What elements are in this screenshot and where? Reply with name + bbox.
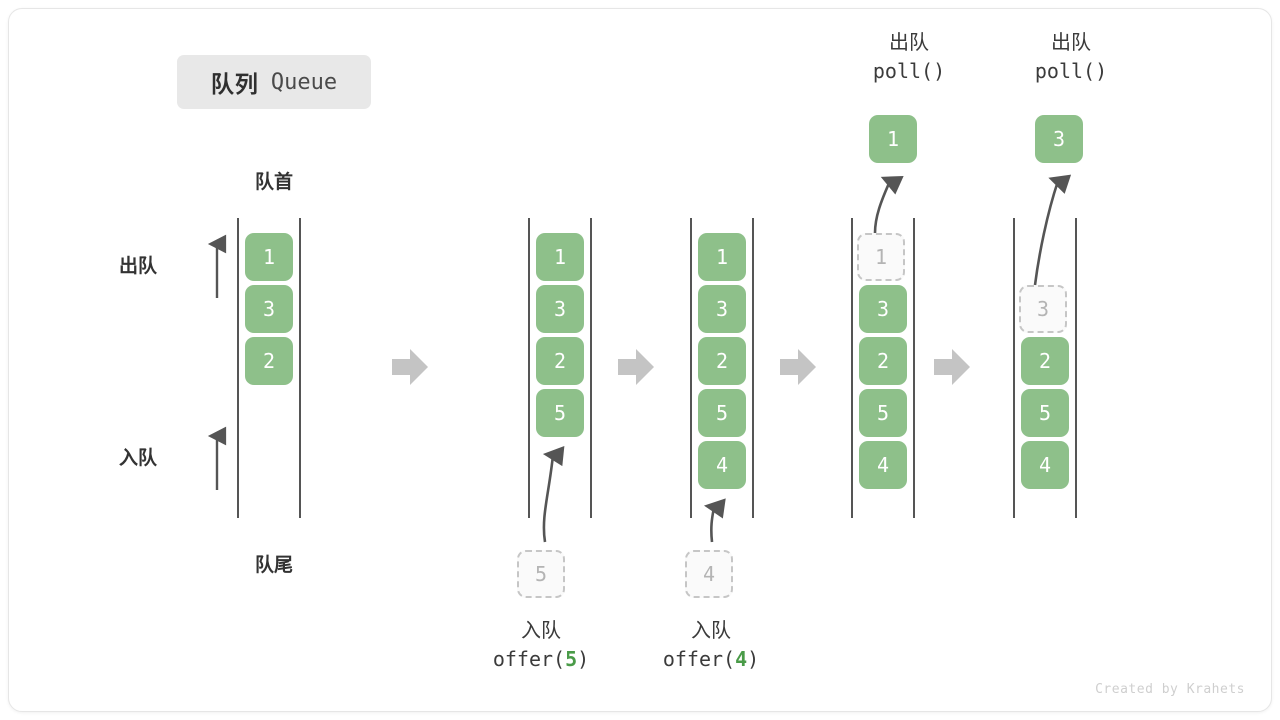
- enqueue-motion-arrow-icon: [703, 498, 726, 543]
- incoming-ghost-cell: 4: [685, 550, 733, 598]
- queue-cell: 2: [859, 337, 907, 385]
- queue-cell: 3: [859, 285, 907, 333]
- queue-cell: 5: [536, 389, 584, 437]
- operation-label-cn: 入队: [691, 620, 731, 642]
- queue-cell: 5: [698, 389, 746, 437]
- queue-cell: 2: [1021, 337, 1069, 385]
- operation-label-code: poll(): [1034, 59, 1108, 84]
- operation-label-cn: 出队: [889, 32, 929, 54]
- step-arrow-icon: [392, 349, 428, 385]
- incoming-ghost-cell: 5: [517, 550, 565, 598]
- outgoing-ghost-cell: 1: [857, 233, 905, 281]
- queue-cell: 3: [698, 285, 746, 333]
- queue-cell: 1: [698, 233, 746, 281]
- operation-label-cn: 出队: [1051, 32, 1091, 54]
- operation-label-code: offer(4): [662, 647, 760, 672]
- rail-right-col-5: [1075, 218, 1077, 518]
- operation-label-poll-3: 出队 poll(): [971, 29, 1171, 86]
- operation-label-cn: 入队: [521, 620, 561, 642]
- rail-left-col-2: [528, 218, 530, 518]
- diagram-title-cn: 队列: [210, 71, 259, 97]
- side-label-enqueue: 入队: [118, 448, 157, 469]
- rail-right-col-3: [752, 218, 754, 518]
- operation-label-code: poll(): [872, 59, 946, 84]
- queue-cell: 4: [698, 441, 746, 489]
- queue-cell: 2: [245, 337, 293, 385]
- step-arrow-icon: [618, 349, 654, 385]
- queue-cell: 5: [1021, 389, 1069, 437]
- rail-left-col-1: [237, 218, 239, 518]
- queue-cell: 4: [1021, 441, 1069, 489]
- queue-cell: 2: [536, 337, 584, 385]
- operation-label-poll-1: 出队 poll(): [809, 29, 1009, 86]
- side-label-dequeue: 出队: [118, 256, 157, 277]
- rail-right-col-4: [913, 218, 915, 518]
- diagram-card: 队列 Queue 队首 队尾 出队 入队 1 3 2 1 3 2 5 5 入队 …: [8, 8, 1272, 712]
- queue-cell: 2: [698, 337, 746, 385]
- diagram-title-badge: 队列 Queue: [177, 55, 371, 109]
- queue-cell: 4: [859, 441, 907, 489]
- dequeue-motion-arrow-icon: [873, 176, 904, 234]
- polled-cell: 1: [869, 115, 917, 163]
- queue-cell: 1: [245, 233, 293, 281]
- step-arrow-icon: [780, 349, 816, 385]
- queue-cell: 3: [245, 285, 293, 333]
- diagram-title-en: Queue: [270, 69, 338, 95]
- queue-cell: 1: [536, 233, 584, 281]
- diagram-vector-overlay: [207, 174, 1072, 543]
- rail-left-col-3: [690, 218, 692, 518]
- queue-tail-label: 队尾: [254, 555, 293, 576]
- operation-label-code: offer(5): [492, 647, 590, 672]
- rail-right-col-1: [299, 218, 301, 518]
- rail-left-col-4: [851, 218, 853, 518]
- step-arrow-icon: [934, 349, 970, 385]
- enqueue-motion-arrow-icon: [542, 445, 565, 543]
- author-credit: Created by Krahets: [1095, 682, 1245, 697]
- queue-cell: 3: [536, 285, 584, 333]
- rail-left-col-5: [1013, 218, 1015, 518]
- outgoing-ghost-cell: 3: [1019, 285, 1067, 333]
- operation-label-offer-4: 入队 offer(4): [611, 617, 811, 674]
- polled-cell: 3: [1035, 115, 1083, 163]
- rail-right-col-2: [590, 218, 592, 518]
- queue-head-label: 队首: [254, 172, 293, 193]
- operation-label-offer-5: 入队 offer(5): [441, 617, 641, 674]
- dequeue-motion-arrow-icon: [1033, 174, 1072, 286]
- queue-cell: 5: [859, 389, 907, 437]
